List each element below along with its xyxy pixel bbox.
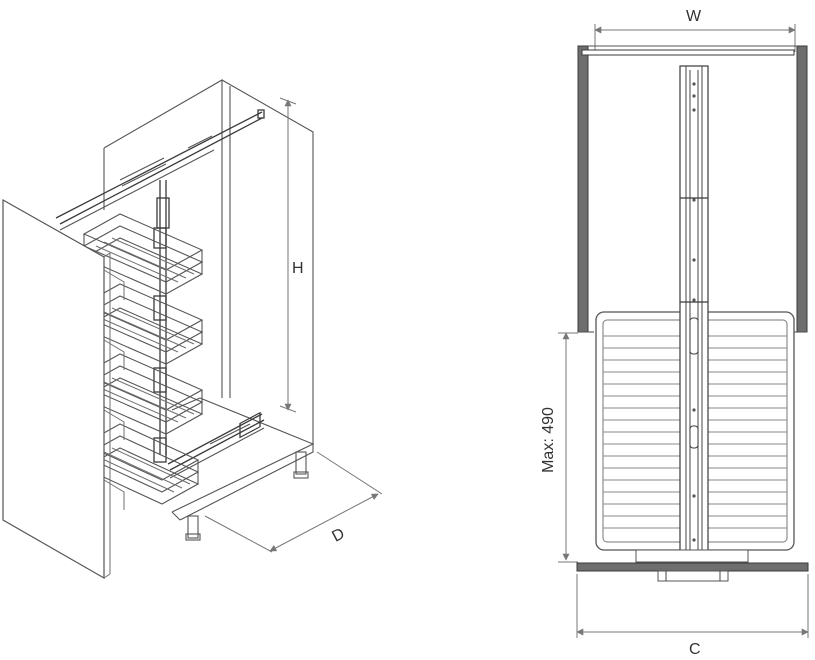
cabinet-width-dimension: C — [576, 574, 809, 658]
wire-baskets — [82, 213, 204, 505]
height-dimension: H — [279, 97, 304, 413]
front-panel-top-view — [576, 549, 809, 582]
top-runner — [55, 109, 265, 231]
cabinet-top-view — [577, 45, 808, 333]
max-extension-label: Max: 490 — [540, 407, 557, 473]
central-post — [153, 180, 170, 463]
depth-dimension: D — [204, 451, 383, 553]
cabinet-carcass — [103, 79, 315, 541]
wire-basket — [82, 213, 204, 295]
width-dimension: W — [594, 8, 796, 52]
isometric-view: H D — [2, 79, 383, 580]
cabinet-width-label: C — [689, 641, 701, 658]
width-label: W — [686, 8, 702, 25]
front-side-panel — [2, 198, 125, 580]
top-view: W — [540, 8, 809, 658]
height-label: H — [292, 260, 304, 277]
central-rail-top-view — [679, 65, 709, 561]
max-extension-dimension: Max: 490 — [540, 332, 578, 563]
depth-label: D — [329, 525, 347, 545]
bottom-runner — [167, 411, 265, 479]
